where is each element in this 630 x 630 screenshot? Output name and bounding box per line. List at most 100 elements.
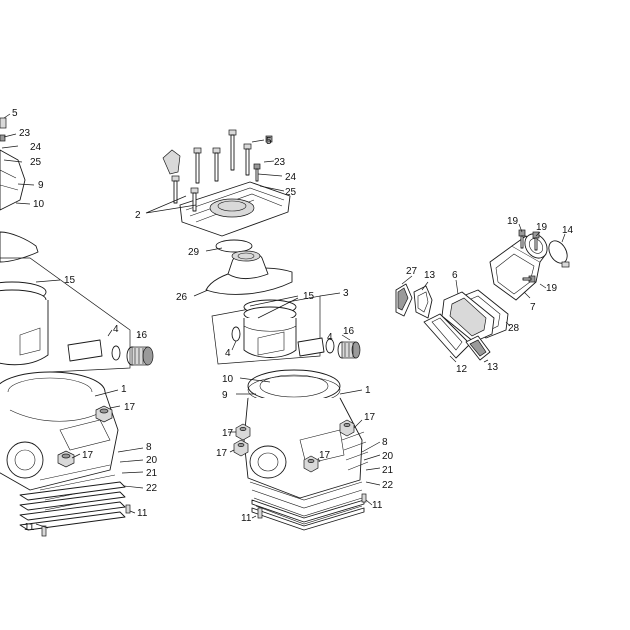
left-label-17-a: 17 — [124, 402, 136, 413]
left-label-10: 10 — [33, 199, 45, 210]
intake-label-14: 14 — [562, 225, 574, 236]
center-label-25: 25 — [285, 187, 297, 198]
center-label-4-a: 4 — [225, 348, 231, 359]
center-label-17-a: 17 — [364, 412, 376, 423]
left-label-21: 21 — [146, 468, 158, 479]
intake-label-27: 27 — [406, 266, 418, 277]
center-stud-11 — [257, 507, 263, 519]
center-piston — [243, 318, 297, 358]
left-label-25: 25 — [30, 157, 42, 168]
left-stud-11 — [41, 525, 47, 537]
reed-13-lower-fill — [469, 339, 487, 357]
center-label-8: 8 — [382, 437, 388, 448]
left-label-4: 4 — [113, 324, 119, 335]
left-label-5: 5 — [12, 108, 18, 119]
intake-gasket-12-inner — [431, 317, 463, 351]
left-nut-23 — [0, 134, 6, 142]
intake-label-28: 28 — [508, 323, 520, 334]
center-cylinder — [243, 369, 369, 525]
intake-label-7: 7 — [530, 302, 536, 313]
center-cylinder-head — [179, 181, 291, 237]
center-circlip-a — [231, 326, 241, 342]
center-nut-17-c — [233, 439, 249, 457]
left-dowel-11 — [125, 504, 131, 514]
reed-13-upper — [413, 285, 433, 319]
center-label-26: 26 — [176, 292, 188, 303]
center-label-10: 10 — [222, 374, 234, 385]
center-label-11-a: 11 — [241, 513, 252, 524]
left-head-gasket — [0, 231, 39, 263]
center-label-5: 5 — [266, 136, 272, 147]
left-piston-pin — [67, 339, 103, 362]
center-head-bolts — [171, 129, 273, 212]
center-label-24: 24 — [285, 172, 297, 183]
intake-label-19-b: 19 — [536, 222, 548, 233]
left-label-8: 8 — [146, 442, 152, 453]
center-needle-bearing — [337, 341, 361, 359]
left-nut-17-a — [95, 405, 113, 423]
center-label-22: 22 — [382, 480, 394, 491]
intake-clamp — [548, 240, 570, 268]
left-needle-bearing — [126, 346, 154, 366]
center-label-20: 20 — [382, 451, 394, 462]
center-label-3: 3 — [343, 288, 349, 299]
intake-label-12: 12 — [456, 364, 468, 375]
center-label-16: 16 — [343, 326, 355, 337]
left-label-1: 1 — [121, 384, 127, 395]
center-spark-plug-cap — [162, 149, 181, 175]
left-assembly: 5 23 24 25 9 10 15 4 16 1 17 17 8 20 21 … — [0, 108, 158, 537]
left-kit-bracket — [0, 257, 131, 373]
left-nut-17-b — [57, 450, 75, 468]
reed-13-upper-inner — [417, 291, 429, 313]
center-dome-26 — [205, 250, 293, 295]
center-label-17-b: 17 — [222, 428, 234, 439]
center-o-ring-29 — [215, 239, 253, 253]
intake-label-19-a: 19 — [507, 216, 519, 227]
left-label-24: 24 — [30, 142, 42, 153]
center-assembly: 5 23 24 25 2 29 26 15 3 4 4 16 10 9 1 17… — [135, 129, 394, 531]
left-cylinder — [0, 371, 121, 511]
center-label-29: 29 — [188, 247, 200, 258]
left-circlip — [111, 345, 121, 361]
intake-screws — [518, 229, 540, 283]
center-label-9: 9 — [222, 390, 228, 401]
left-label-11-b: 11 — [137, 508, 148, 519]
center-dowel-11 — [361, 493, 367, 503]
intake-label-19-c: 19 — [546, 283, 558, 294]
left-label-17-b: 17 — [82, 450, 94, 461]
center-label-2: 2 — [135, 210, 141, 221]
left-label-22: 22 — [146, 483, 158, 494]
left-base-gaskets — [19, 481, 126, 531]
left-label-20: 20 — [146, 455, 158, 466]
center-base-gaskets — [251, 499, 365, 531]
left-piston — [0, 300, 49, 366]
center-label-23: 23 — [274, 157, 286, 168]
intake-assembly: 19 19 14 19 27 13 6 7 28 12 13 — [395, 216, 574, 375]
center-nut-17-b — [235, 423, 251, 441]
center-piston-pin — [297, 337, 325, 357]
center-label-11-b: 11 — [372, 500, 383, 511]
intake-label-13-b: 13 — [487, 362, 499, 373]
center-label-17-c: 17 — [216, 448, 228, 459]
intake-label-6: 6 — [452, 270, 458, 281]
left-head-fins — [0, 169, 19, 191]
center-label-1: 1 — [365, 385, 371, 396]
intake-label-13-a: 13 — [424, 270, 436, 281]
center-label-15: 15 — [303, 291, 315, 302]
left-label-23: 23 — [19, 128, 31, 139]
center-label-17-d: 17 — [319, 450, 331, 461]
left-label-15: 15 — [64, 275, 76, 286]
reed-petal-27-fill — [397, 287, 409, 311]
left-bolt-5 — [0, 117, 7, 129]
left-label-11-a: 11 — [24, 522, 35, 533]
left-label-9: 9 — [38, 180, 44, 191]
left-label-16: 16 — [136, 330, 148, 341]
center-label-21: 21 — [382, 465, 394, 476]
center-label-4-b: 4 — [327, 332, 333, 343]
center-nut-17-d — [303, 455, 319, 473]
left-cylinder-head — [0, 149, 26, 211]
center-nut-17-a — [339, 419, 355, 437]
left-piston-boss — [19, 327, 41, 356]
